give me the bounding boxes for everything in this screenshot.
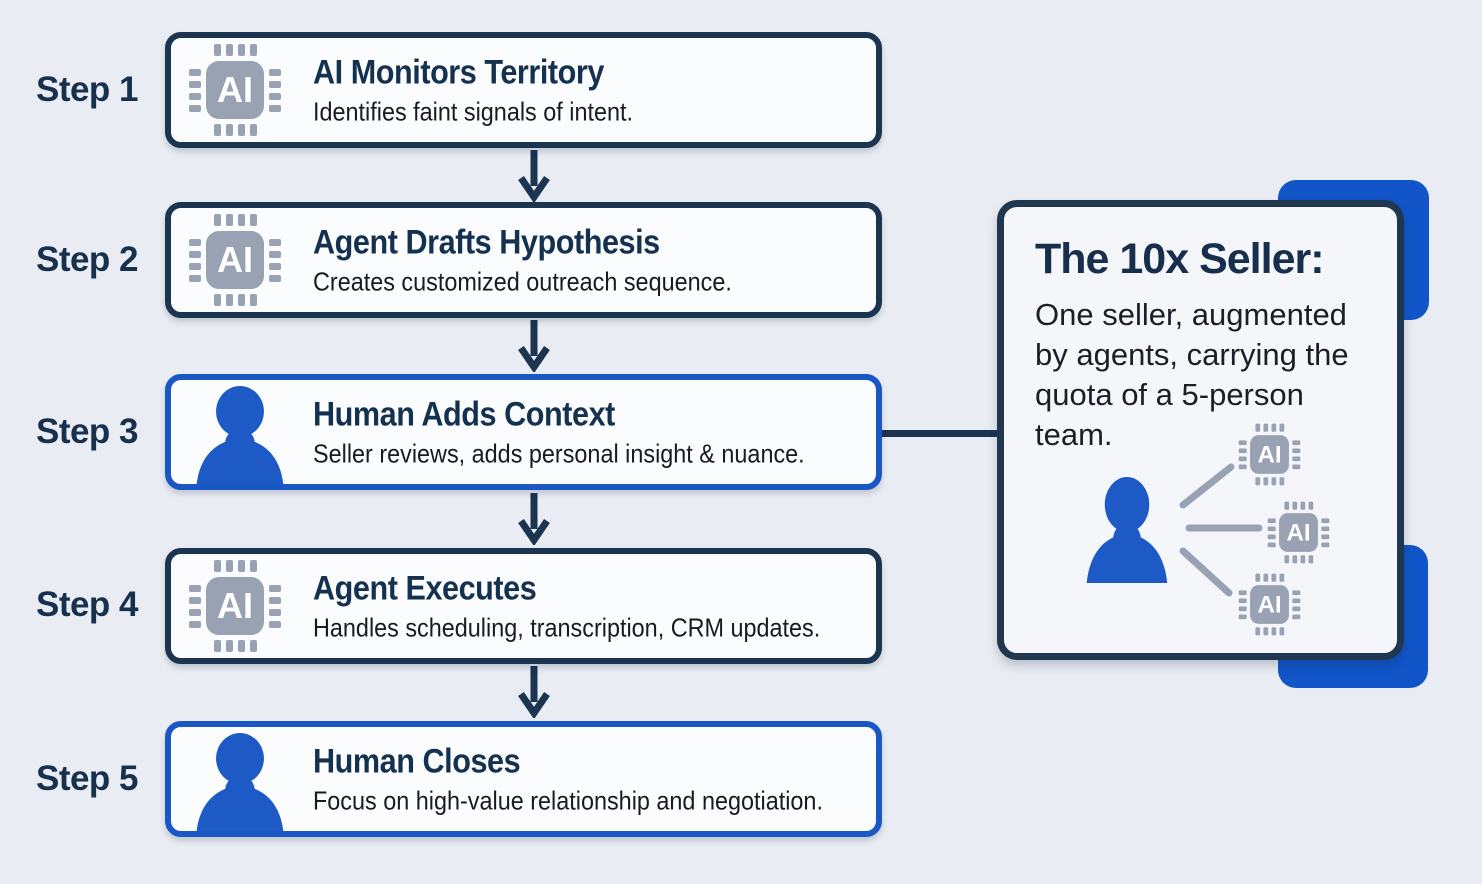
panel-10x-seller: The 10x Seller: One seller, augmented by… [997,200,1404,660]
step-title: AI Monitors Territory [313,53,604,92]
step-box-1: AI Monitors Territory Identifies faint s… [165,32,882,148]
step-box-2: Agent Drafts Hypothesis Creates customiz… [165,202,882,318]
panel-body-line: team. [1035,417,1113,452]
step-subtitle: Creates customized outreach sequence. [313,266,732,297]
ai-chip-icon [1238,573,1301,636]
step-text-1: AI Monitors Territory Identifies faint s… [313,53,669,128]
panel-title: The 10x Seller: [1035,235,1325,283]
step-label-4: Step 4 [35,585,139,624]
step-text-2: Agent Drafts Hypothesis Creates customiz… [313,223,778,298]
ai-chip-icon [185,210,285,310]
panel-body-line: by agents, carrying the [1035,337,1349,372]
panel-body-line: One seller, augmented [1035,297,1347,332]
step-title: Agent Drafts Hypothesis [313,223,660,262]
step-box-3: Human Adds Context Seller reviews, adds … [165,374,882,490]
step-text-4: Agent Executes Handles scheduling, trans… [313,569,876,644]
step-label-5: Step 5 [35,759,139,798]
step-title: Human Adds Context [313,395,615,434]
panel-body: One seller, augmented by agents, carryin… [1035,295,1395,455]
step-label-1: Step 1 [35,70,139,109]
step-subtitle: Focus on high-value relationship and neg… [313,785,823,816]
step-text-5: Human Closes Focus on high-value relatio… [313,742,876,817]
connector-line [880,430,1000,437]
step-label-3: Step 3 [35,412,139,451]
arrow-down-icon [518,150,550,202]
ai-chip-icon [185,556,285,656]
step-text-3: Human Adds Context Seller reviews, adds … [313,395,859,470]
person-icon [183,733,297,831]
step-box-5: Human Closes Focus on high-value relatio… [165,721,882,837]
step-label-2: Step 2 [35,240,139,279]
step-subtitle: Seller reviews, adds personal insight & … [313,438,805,469]
step-subtitle: Handles scheduling, transcription, CRM u… [313,612,821,643]
person-icon [1086,477,1168,583]
arrow-down-icon [518,493,550,545]
arrow-down-icon [518,320,550,372]
ai-chip-icon [1267,501,1330,564]
ai-chip-icon [185,40,285,140]
step-subtitle: Identifies faint signals of intent. [313,96,633,127]
step-title: Agent Executes [313,569,537,608]
step-title: Human Closes [313,742,521,781]
arrow-down-icon [518,666,550,718]
panel-body-line: quota of a 5-person [1035,377,1304,412]
ai-chip-icon [1238,423,1301,486]
person-icon [183,386,297,484]
panel-illustration [1086,423,1330,636]
link-lines [1179,463,1263,597]
step-box-4: Agent Executes Handles scheduling, trans… [165,548,882,664]
